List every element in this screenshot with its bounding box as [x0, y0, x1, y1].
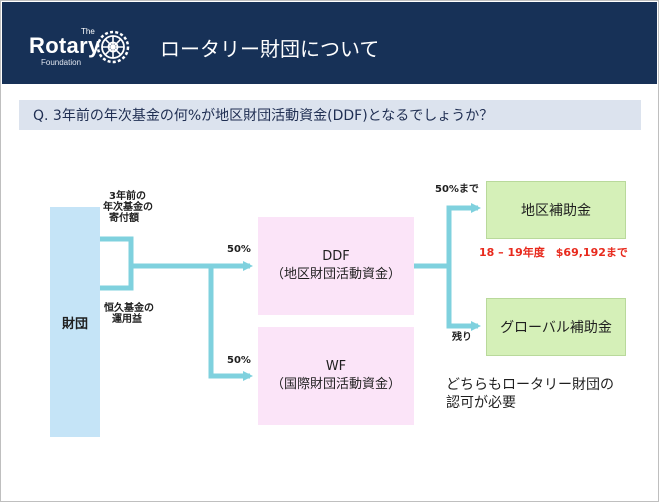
- zaidan-box: 財団: [50, 207, 100, 437]
- wf-title: WF: [325, 359, 347, 374]
- percent-wf-label: 50%: [227, 355, 251, 366]
- endowment-label: 恒久基金の 運用益: [104, 303, 154, 325]
- logo-foundation-text: Foundation: [41, 58, 82, 67]
- endowment-label-line-2: 運用益: [112, 314, 142, 325]
- wf-subtitle: （国際財団活動資金）: [270, 377, 401, 392]
- district-grant-label: 地区補助金: [521, 203, 591, 219]
- logo-rotary-text: Rotary: [29, 33, 101, 58]
- rotary-wheel-icon: [96, 30, 130, 64]
- approval-note: どちらもロータリー財団の 認可が必要: [446, 376, 614, 412]
- limit-note: 18 – 19年度 $69,192まで: [479, 246, 628, 259]
- flow-arrow-to-global: [446, 266, 481, 331]
- district-grant-box: 地区補助金: [486, 181, 626, 239]
- flow-arrow-to-wf: [208, 266, 253, 381]
- question-banner: [19, 100, 641, 130]
- slide-title: ロータリー財団について: [160, 37, 380, 61]
- ddf-box: DDF （地区財団活動資金）: [258, 217, 414, 315]
- endowment-label-line-1: 恒久基金の: [104, 303, 154, 314]
- annual-fund-label: 3年前の 年次基金の 寄付額: [103, 191, 153, 224]
- approval-note-line-1: どちらもロータリー財団の: [446, 377, 614, 393]
- upto-50-label: 50%まで: [435, 184, 479, 195]
- bracket-connector: [100, 236, 134, 291]
- zaidan-label: 財団: [61, 316, 88, 332]
- annual-label-line-1: 3年前の: [109, 191, 146, 202]
- percent-ddf-label: 50%: [227, 244, 251, 255]
- logo-the-text: The: [81, 27, 95, 36]
- ddf-subtitle: （地区財団活動資金）: [270, 267, 401, 282]
- global-grant-box: グローバル補助金: [486, 298, 626, 356]
- annual-label-line-3: 寄付額: [109, 213, 139, 224]
- ddf-title: DDF: [322, 249, 350, 264]
- approval-note-line-2: 認可が必要: [446, 395, 516, 411]
- global-grant-label: グローバル補助金: [500, 320, 612, 336]
- wf-box: WF （国際財団活動資金）: [258, 327, 414, 425]
- annual-label-line-2: 年次基金の: [103, 202, 153, 213]
- question-text: Q. 3年前の年次基金の何%が地区財団活動資金(DDF)となるでしょうか？: [33, 108, 494, 124]
- remainder-label: 残り: [452, 332, 472, 343]
- flow-arrow-to-district: [414, 203, 481, 269]
